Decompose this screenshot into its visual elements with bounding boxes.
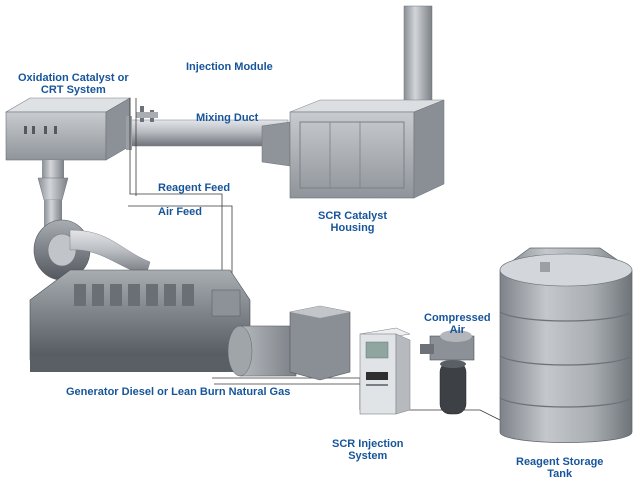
label-scr-catalyst-housing-line2: Housing bbox=[330, 222, 375, 234]
label-compressed-air: Compressed Air bbox=[424, 312, 491, 336]
compressed-air-unit bbox=[420, 330, 475, 415]
label-scr-injection-system-line2: System bbox=[348, 450, 388, 462]
label-reagent-storage-tank-line2: Tank bbox=[547, 468, 573, 480]
exhaust-downpipe bbox=[37, 160, 69, 230]
reagent-storage-tank bbox=[499, 247, 633, 443]
label-scr-catalyst-housing-line1: SCR Catalyst bbox=[318, 210, 388, 222]
oxidation-catalyst-box bbox=[4, 97, 132, 161]
label-compressed-air-line2: Air bbox=[449, 324, 465, 336]
label-reagent-storage-tank-line1: Reagent Storage bbox=[516, 456, 604, 468]
label-reagent-feed: Reagent Feed bbox=[158, 182, 231, 194]
generator bbox=[227, 305, 351, 381]
label-reagent-storage-tank: Reagent Storage Tank bbox=[516, 456, 603, 480]
injection-module bbox=[136, 106, 158, 122]
mixing-duct bbox=[126, 116, 291, 167]
scr-injection-cabinet bbox=[359, 327, 411, 415]
label-oxidation-catalyst-line1: Oxidation Catalyst or bbox=[18, 72, 129, 84]
label-scr-catalyst-housing: SCR Catalyst Housing bbox=[318, 210, 387, 234]
label-injection-module: Injection Module bbox=[186, 61, 273, 73]
scr-catalyst-housing bbox=[289, 5, 445, 199]
label-generator: Generator Diesel or Lean Burn Natural Ga… bbox=[66, 386, 291, 398]
label-oxidation-catalyst: Oxidation Catalyst or CRT System bbox=[18, 72, 129, 96]
label-compressed-air-line1: Compressed bbox=[424, 312, 491, 324]
label-scr-injection-system: SCR Injection System bbox=[332, 438, 404, 462]
label-scr-injection-system-line1: SCR Injection bbox=[332, 438, 404, 450]
turbocharger bbox=[33, 219, 151, 281]
generator-engine bbox=[29, 269, 251, 372]
label-mixing-duct: Mixing Duct bbox=[196, 112, 259, 124]
label-oxidation-catalyst-line2: CRT System bbox=[40, 84, 106, 96]
label-air-feed: Air Feed bbox=[158, 206, 203, 218]
